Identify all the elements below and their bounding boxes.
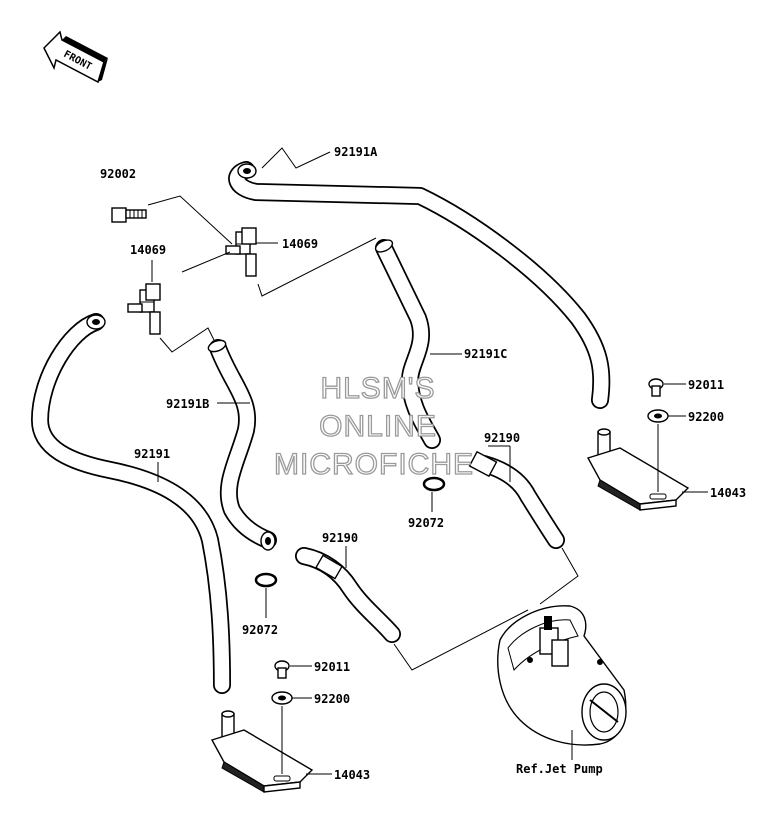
- filter-14043-right-icon: [586, 428, 690, 511]
- connector-14069-left-icon: [127, 283, 161, 335]
- callout-92191a[interactable]: 92191A: [334, 145, 378, 159]
- callout-92190-right[interactable]: 92190: [484, 431, 520, 445]
- jet-pump-icon: [497, 605, 627, 746]
- washer-92200-left-icon: [271, 691, 293, 705]
- callout-92011-right[interactable]: 92011: [688, 378, 724, 392]
- clamp-92072-left-icon: [254, 572, 278, 588]
- filter-14043-left-icon: [210, 710, 314, 793]
- callout-14069-right[interactable]: 14069: [282, 237, 318, 251]
- hose-92190-left: [295, 547, 401, 643]
- callout-ref-jet-pump[interactable]: Ref.Jet Pump: [516, 762, 603, 776]
- watermark: HLSM'S ONLINE MICROFICHE: [273, 371, 474, 481]
- hose-92191a: [228, 161, 611, 409]
- hose-92191c: [374, 239, 441, 449]
- callout-92011-left[interactable]: 92011: [314, 660, 350, 674]
- callout-92072-left[interactable]: 92072: [242, 623, 278, 637]
- watermark-line-2: ONLINE: [319, 410, 437, 443]
- front-arrow-icon: FRONT: [43, 30, 108, 84]
- callout-14043-right[interactable]: 14043: [710, 486, 746, 500]
- callout-92191b[interactable]: 92191B: [166, 397, 209, 411]
- callout-92002[interactable]: 92002: [100, 167, 136, 181]
- screw-92011-left-icon: [274, 660, 290, 679]
- callout-14069-left[interactable]: 14069: [130, 243, 166, 257]
- callout-92190-left[interactable]: 92190: [322, 531, 358, 545]
- hose-92191b: [207, 339, 277, 551]
- bolt-92002-icon: [111, 207, 147, 223]
- hose-92190-right: [468, 450, 565, 549]
- callout-92072-right[interactable]: 92072: [408, 516, 444, 530]
- connector-14069-right-icon: [225, 227, 257, 277]
- callout-92200-left[interactable]: 92200: [314, 692, 350, 706]
- hose-92191: [31, 313, 231, 694]
- watermark-line-3: MICROFICHE: [274, 448, 474, 481]
- callout-92200-right[interactable]: 92200: [688, 410, 724, 424]
- callout-92191c[interactable]: 92191C: [464, 347, 507, 361]
- screw-92011-right-icon: [648, 378, 664, 397]
- watermark-line-1: HLSM'S: [320, 372, 435, 405]
- callout-14043-left[interactable]: 14043: [334, 768, 370, 782]
- clamp-92072-right-icon: [422, 476, 446, 492]
- washer-92200-right-icon: [647, 409, 669, 423]
- callout-92191[interactable]: 92191: [134, 447, 170, 461]
